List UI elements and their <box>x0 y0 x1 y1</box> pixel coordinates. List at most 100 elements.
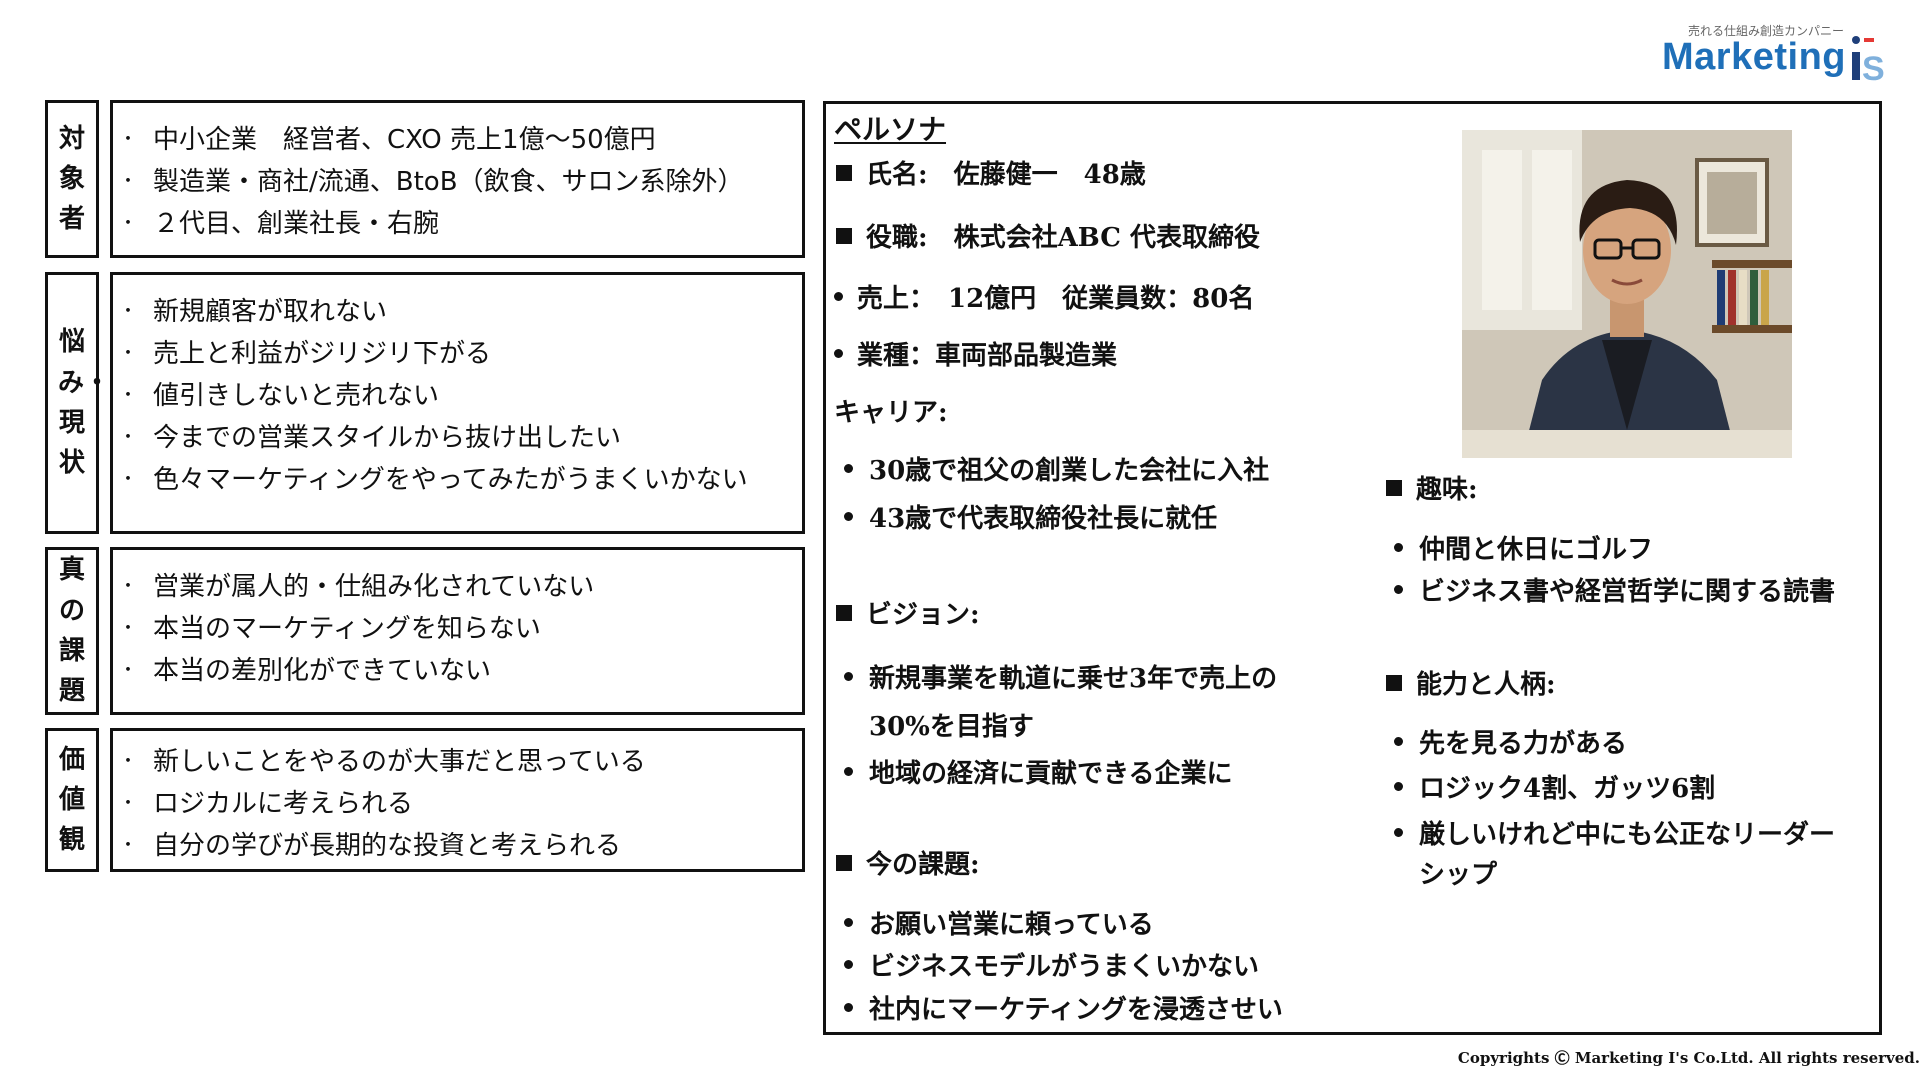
issue-item-text: 社内にマーケティングを浸透させい <box>869 995 1283 1025</box>
copyright-notice: Copyrights Ⓒ Marketing I's Co.Ltd. All r… <box>1457 1049 1920 1067</box>
hobby-item: 仲間と休日にゴルフ <box>1394 529 1653 566</box>
bullet-dot-icon <box>1394 737 1403 746</box>
persona-sales-row: 売上： 12億円 従業員数：80名 <box>834 278 1254 315</box>
list-item: 新規顧客が取れない <box>119 291 794 333</box>
bullet-dot-icon <box>844 672 853 681</box>
issue-item-text: お願い営業に頼っている <box>869 910 1154 940</box>
list-item: 色々マーケティングをやってみたがうまくいかない <box>119 459 794 501</box>
square-bullet-icon <box>1386 480 1402 496</box>
hobby-heading: 趣味: <box>1416 475 1478 505</box>
list-item: 今までの営業スタイルから抜け出したい <box>119 417 794 459</box>
issue-item: ビジネスモデルがうまくいかない <box>844 946 1259 983</box>
vision-item-continued: 30%を目指す <box>869 712 1034 742</box>
issue-item-text: ビジネスモデルがうまくいかない <box>869 952 1260 982</box>
hobby-item: ビジネス書や経営哲学に関する読書 <box>1394 571 1835 608</box>
career-item-text: 30歳で祖父の創業した会社に入社 <box>869 456 1270 486</box>
persona-industry: 業種：車両部品製造業 <box>857 341 1118 371</box>
list-item: ２代目、創業社長・右腕 <box>119 203 794 245</box>
square-bullet-icon <box>836 228 852 244</box>
issues-heading-row: 今の課題: <box>836 844 980 881</box>
persona-role: 役職: 株式会社ABC 代表取締役 <box>866 223 1260 253</box>
bullet-dot-icon <box>834 349 843 358</box>
bullet-dot-icon <box>844 1003 853 1012</box>
ability-heading: 能力と人柄: <box>1416 670 1556 700</box>
persona-role-row: 役職: 株式会社ABC 代表取締役 <box>836 217 1260 254</box>
bullet-dot-icon <box>844 464 853 473</box>
list-item: 製造業・商社/流通、BtoB（飲食、サロン系除外） <box>119 161 794 203</box>
items-box: 新規顧客が取れない 売上と利益がジリジリ下がる 値引きしないと売れない 今までの… <box>110 272 805 534</box>
ability-item-text: ロジック4割、ガッツ6割 <box>1419 774 1716 804</box>
section-true-issues: 真の課題 営業が属人的・仕組み化されていない 本当のマーケティングを知らない 本… <box>45 547 805 715</box>
category-box: 価値観 <box>45 728 99 872</box>
category-label: 真の課題 <box>58 555 85 707</box>
items-box: 営業が属人的・仕組み化されていない 本当のマーケティングを知らない 本当の差別化… <box>110 547 805 715</box>
bullet-dot-icon <box>844 918 853 927</box>
hobby-item-text: 仲間と休日にゴルフ <box>1419 535 1654 565</box>
career-heading: キャリア: <box>834 398 948 428</box>
list-item: 売上と利益がジリジリ下がる <box>119 333 794 375</box>
career-item: 30歳で祖父の創業した会社に入社 <box>844 450 1269 487</box>
list-item: 値引きしないと売れない <box>119 375 794 417</box>
persona-panel: ペルソナ 氏名: 佐藤健一 48歳 役職: 株式会社ABC 代表取締役 売上： … <box>823 101 1882 1035</box>
ability-item-continued: シップ <box>1419 860 1498 890</box>
vision-heading-row: ビジョン: <box>836 594 980 631</box>
bullet-dot-icon <box>844 512 853 521</box>
category-box: 真の課題 <box>45 547 99 715</box>
vision-item: 新規事業を軌道に乗せ3年で売上の <box>844 658 1277 695</box>
issues-heading: 今の課題: <box>866 850 980 880</box>
bullet-dot-icon <box>1394 828 1403 837</box>
category-box: 対象者 <box>45 100 99 258</box>
list-item: ロジカルに考えられる <box>119 783 794 825</box>
category-label: 価値観 <box>58 744 85 856</box>
category-box: 悩み・現状 <box>45 272 111 534</box>
persona-industry-row: 業種：車両部品製造業 <box>834 335 1117 372</box>
ability-item: 厳しいけれど中にも公正なリーダー <box>1394 814 1835 851</box>
category-label: 対象者 <box>58 123 85 235</box>
list-item: 本当の差別化ができていない <box>119 650 794 692</box>
list-item: 営業が属人的・仕組み化されていない <box>119 566 794 608</box>
square-bullet-icon <box>836 165 852 181</box>
square-bullet-icon <box>836 855 852 871</box>
bullet-dot-icon <box>1394 585 1403 594</box>
bullet-dot-icon <box>844 960 853 969</box>
list-item: 本当のマーケティングを知らない <box>119 608 794 650</box>
section-values: 価値観 新しいことをやるのが大事だと思っている ロジカルに考えられる 自分の学び… <box>45 728 805 872</box>
persona-sales: 売上： 12億円 従業員数：80名 <box>857 284 1255 314</box>
vision-item-text: 新規事業を軌道に乗せ3年で売上の <box>869 664 1278 694</box>
ability-item-text: 厳しいけれど中にも公正なリーダー <box>1419 820 1836 850</box>
bullet-dot-icon <box>834 292 843 301</box>
career-item-text: 43歳で代表取締役社長に就任 <box>869 504 1218 534</box>
logo-wordmark: Marketing <box>1662 36 1846 78</box>
career-item: 43歳で代表取締役社長に就任 <box>844 498 1217 535</box>
vision-heading: ビジョン: <box>866 600 980 630</box>
persona-portrait <box>1462 130 1792 458</box>
vision-item-text: 地域の経済に貢献できる企業に <box>869 759 1233 789</box>
items-box: 中小企業 経営者、CXO 売上1億〜50億円 製造業・商社/流通、BtoB（飲食… <box>110 100 805 258</box>
list-item: 新しいことをやるのが大事だと思っている <box>119 741 794 783</box>
square-bullet-icon <box>1386 675 1402 691</box>
list-item: 中小企業 経営者、CXO 売上1億〜50億円 <box>119 119 794 161</box>
hobby-item-text: ビジネス書や経営哲学に関する読書 <box>1419 577 1836 607</box>
list-item: 自分の学びが長期的な投資と考えられる <box>119 825 794 867</box>
items-box: 新しいことをやるのが大事だと思っている ロジカルに考えられる 自分の学びが長期的… <box>110 728 805 872</box>
ability-item: 先を見る力がある <box>1394 723 1627 760</box>
section-concerns: 悩み・現状 新規顧客が取れない 売上と利益がジリジリ下がる 値引きしないと売れな… <box>45 272 805 534</box>
logo-is-mark-icon: S <box>1852 36 1885 86</box>
section-target: 対象者 中小企業 経営者、CXO 売上1億〜50億円 製造業・商社/流通、Bto… <box>45 100 805 258</box>
svg-text:S: S <box>1862 50 1885 86</box>
vision-item: 地域の経済に貢献できる企業に <box>844 753 1232 790</box>
bullet-dot-icon <box>844 767 853 776</box>
ability-item-text: 先を見る力がある <box>1419 729 1628 759</box>
company-logo: 売れる仕組み創造カンパニー Marketing S <box>1652 22 1892 86</box>
logo-tagline: 売れる仕組み創造カンパニー <box>1687 24 1844 38</box>
ability-heading-row: 能力と人柄: <box>1386 664 1556 701</box>
ability-item: ロジック4割、ガッツ6割 <box>1394 768 1715 805</box>
square-bullet-icon <box>836 605 852 621</box>
category-label: 悩み・現状 <box>58 327 111 479</box>
issue-item: 社内にマーケティングを浸透させい <box>844 989 1283 1026</box>
issue-item: お願い営業に頼っている <box>844 904 1154 941</box>
persona-name-row: 氏名: 佐藤健一 48歳 <box>836 154 1146 191</box>
persona-name: 氏名: 佐藤健一 48歳 <box>866 160 1146 190</box>
persona-title: ペルソナ <box>834 113 947 146</box>
hobby-heading-row: 趣味: <box>1386 469 1478 506</box>
